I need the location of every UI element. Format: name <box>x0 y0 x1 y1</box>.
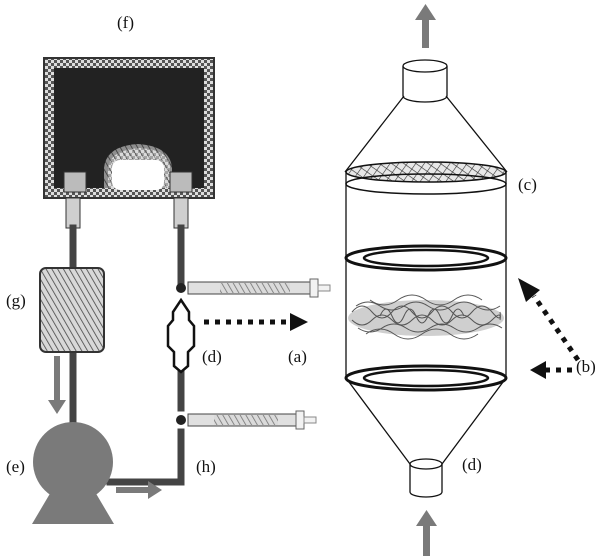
label-h: (h) <box>196 457 216 476</box>
outflow-arrow <box>415 4 436 48</box>
tube-connectors <box>65 197 189 229</box>
dotted-arrow-a <box>204 313 308 331</box>
upper-ring <box>344 244 508 272</box>
cylinder-body <box>345 184 507 378</box>
fibrous-scaffold <box>348 294 504 340</box>
labels: (f) (g) (d) (a) (e) (h) (c) (b) (d) <box>6 13 596 476</box>
label-e: (e) <box>6 457 25 476</box>
syringe-lower <box>176 410 317 430</box>
label-b: (b) <box>576 357 596 376</box>
top-port <box>402 59 448 103</box>
syringe-upper <box>176 278 331 298</box>
pump <box>32 422 114 524</box>
dotted-arrows-b <box>518 278 581 379</box>
tissue-chamber <box>43 57 215 199</box>
label-a: (a) <box>288 347 307 366</box>
lower-ring <box>344 364 508 392</box>
flow-sensor <box>166 297 196 374</box>
mesh-grid <box>345 161 507 195</box>
bottom-port <box>409 458 443 498</box>
oxygenator <box>39 267 105 353</box>
flow-arrow-down <box>48 356 66 414</box>
label-f: (f) <box>117 13 134 32</box>
label-d-circuit: (d) <box>202 347 222 366</box>
flow-arrow-right <box>116 481 162 499</box>
top-cone <box>344 95 508 173</box>
bioreactor-vessel <box>344 4 508 556</box>
label-g: (g) <box>6 291 26 310</box>
label-c: (c) <box>518 175 537 194</box>
bottom-cone <box>345 377 507 465</box>
perfusion-circuit <box>32 57 331 524</box>
inflow-arrow <box>416 510 437 556</box>
label-d-vessel: (d) <box>462 455 482 474</box>
